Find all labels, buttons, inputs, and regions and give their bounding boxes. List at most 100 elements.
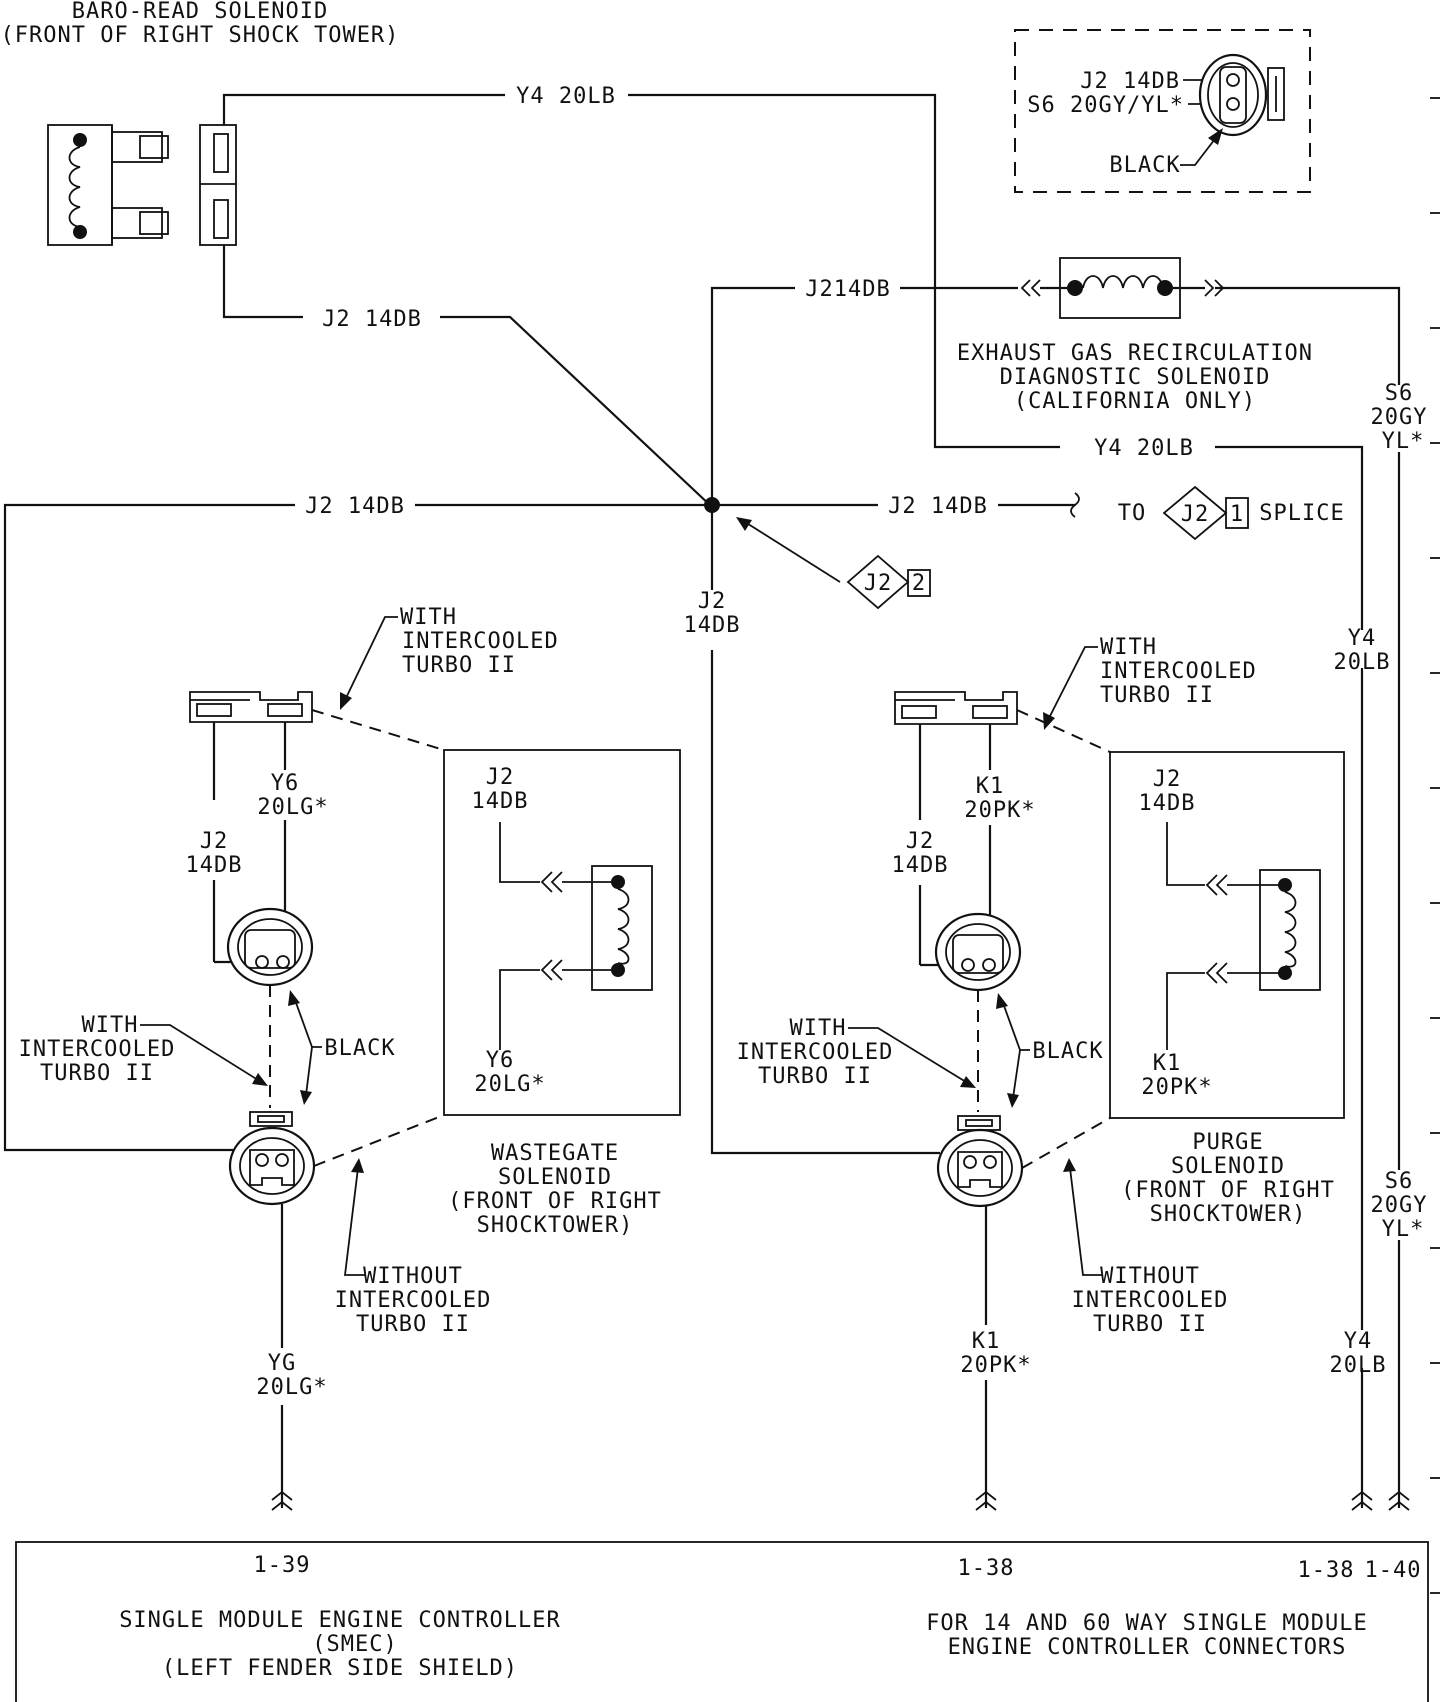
- svg-text:J2: J2: [906, 829, 935, 854]
- svg-text:WITHOUT: WITHOUT: [363, 1264, 463, 1289]
- svg-text:20GY: 20GY: [1371, 1193, 1428, 1218]
- svg-text:INTERCOOLED: INTERCOOLED: [1100, 659, 1257, 684]
- splice-to-label: TO: [1118, 501, 1147, 526]
- purge-without-note: WITHOUT INTERCOOLED TURBO II: [1063, 1158, 1227, 1337]
- smec-name-1: SINGLE MODULE ENGINE CONTROLLER: [119, 1608, 561, 1633]
- splice-label: SPLICE: [1259, 501, 1344, 526]
- svg-text:WITH: WITH: [1100, 635, 1157, 660]
- svg-text:INTERCOOLED: INTERCOOLED: [335, 1288, 492, 1313]
- svg-text:TURBO II: TURBO II: [40, 1061, 154, 1086]
- splice-reference: TO J2 1 SPLICE: [1118, 485, 1344, 541]
- wastegate-solenoid-box: [443, 749, 681, 1116]
- svg-text:INTERCOOLED: INTERCOOLED: [19, 1037, 176, 1062]
- svg-text:TURBO II: TURBO II: [356, 1312, 470, 1337]
- purge-wire-k1-label: K1 20PK*: [964, 774, 1035, 823]
- wastegate-round-connector-lower-icon: [228, 1111, 316, 1206]
- splice-node-id: J2 2: [846, 554, 931, 610]
- wire-label-j2-splice: J2 14DB: [888, 494, 988, 519]
- inset-connector-icon: [1198, 53, 1285, 137]
- smec-module: 1-39 1-38 1-38 1-40 SINGLE MODULE ENGINE…: [15, 1541, 1429, 1702]
- svg-text:J2: J2: [1153, 767, 1182, 792]
- svg-text:20PK*: 20PK*: [964, 798, 1035, 823]
- svg-text:J2: J2: [698, 589, 727, 614]
- right-edge-ticks: [1430, 97, 1440, 1594]
- inset-connector-view: J2 14DB S6 20GY/YL* BLACK: [1014, 29, 1311, 193]
- baro-read-solenoid: BARO-READ SOLENOID (FRONT OF RIGHT SHOCK…: [1, 0, 398, 246]
- wire-label-y4-right-mid: Y4 20LB: [1334, 626, 1391, 675]
- svg-text:YL*: YL*: [1382, 429, 1425, 454]
- egr-title-1: EXHAUST GAS RECIRCULATION: [957, 341, 1313, 366]
- svg-text:WASTEGATE: WASTEGATE: [491, 1141, 619, 1166]
- svg-text:14DB: 14DB: [472, 789, 529, 814]
- inset-pin1-label: J2 14DB: [1080, 69, 1180, 94]
- svg-text:14DB: 14DB: [684, 613, 741, 638]
- wastegate-upper-connector-icon: [189, 691, 313, 723]
- svg-text:S6: S6: [1385, 381, 1414, 406]
- svg-text:WITH: WITH: [790, 1016, 847, 1041]
- wastegate-round-connector-upper-icon: [226, 907, 314, 987]
- svg-text:SOLENOID: SOLENOID: [1171, 1154, 1285, 1179]
- svg-text:WITH: WITH: [82, 1013, 139, 1038]
- inset-color-label: BLACK: [1109, 153, 1180, 178]
- svg-text:20GY: 20GY: [1371, 405, 1428, 430]
- wire-label-j2-baro: J2 14DB: [322, 307, 422, 332]
- wire-label-s6-right-top: S6 20GY YL*: [1371, 381, 1428, 454]
- svg-text:K1: K1: [976, 774, 1005, 799]
- splice-node-name: J2: [864, 571, 893, 596]
- egr-solenoid-icon: [1020, 257, 1225, 319]
- smec-note-2: ENGINE CONTROLLER CONNECTORS: [948, 1635, 1347, 1660]
- svg-text:20PK*: 20PK*: [1141, 1075, 1212, 1100]
- wire-label-y4-top: Y4 20LB: [516, 84, 616, 109]
- svg-text:SHOCKTOWER): SHOCKTOWER): [477, 1213, 634, 1238]
- purge-black-label: BLACK: [1032, 1039, 1103, 1064]
- wastegate-without-note: WITHOUT INTERCOOLED TURBO II: [335, 1158, 492, 1337]
- wire-label-j2-left: J2 14DB: [305, 494, 405, 519]
- svg-text:20LB: 20LB: [1334, 650, 1391, 675]
- smec-name-3: (LEFT FENDER SIDE SHIELD): [162, 1656, 518, 1681]
- svg-text:TURBO II: TURBO II: [758, 1064, 872, 1089]
- wastegate-solenoid-name: WASTEGATE SOLENOID (FRONT OF RIGHT SHOCK…: [448, 1141, 661, 1238]
- purge-solenoid-group: WITH INTERCOOLED TURBO II J2 14DB K1 20P…: [737, 635, 1345, 1511]
- wire-label-y4-egr: Y4 20LB: [1094, 436, 1194, 461]
- svg-text:YL*: YL*: [1382, 1217, 1425, 1242]
- svg-text:(FRONT OF RIGHT: (FRONT OF RIGHT: [1121, 1178, 1335, 1203]
- purge-upper-connector-icon: [894, 691, 1018, 725]
- svg-text:TURBO II: TURBO II: [1100, 683, 1214, 708]
- baro-solenoid-title: BARO-READ SOLENOID: [72, 0, 328, 24]
- splice-ref-num: 1: [1230, 502, 1244, 527]
- svg-text:INTERCOOLED: INTERCOOLED: [402, 629, 559, 654]
- purge-round-connector-lower-icon: [936, 1115, 1024, 1208]
- purge-solenoid-box: [1109, 751, 1345, 1119]
- purge-with-arrow-note: WITH INTERCOOLED TURBO II: [737, 1016, 976, 1089]
- svg-text:SOLENOID: SOLENOID: [498, 1165, 612, 1190]
- wire-label-j2-egr: J214DB: [805, 277, 890, 302]
- purge-lower-wire-label: K1 20PK*: [960, 1329, 1031, 1378]
- svg-text:K1: K1: [1153, 1051, 1182, 1076]
- purge-round-connector-upper-icon: [934, 912, 1022, 992]
- smec-pin-1-40: 1-40: [1365, 1558, 1422, 1583]
- svg-text:20PK*: 20PK*: [960, 1353, 1031, 1378]
- svg-text:J2: J2: [486, 765, 515, 790]
- svg-text:20LG*: 20LG*: [257, 795, 328, 820]
- smec-name-2: (SMEC): [312, 1632, 397, 1657]
- svg-text:WITHOUT: WITHOUT: [1100, 1264, 1200, 1289]
- purge-with-note: WITH INTERCOOLED TURBO II: [1043, 635, 1257, 730]
- wire-label-j2-vertical: J2 14DB: [684, 589, 741, 638]
- purge-solenoid-name: PURGE SOLENOID (FRONT OF RIGHT SHOCKTOWE…: [1121, 1130, 1335, 1227]
- svg-text:YG: YG: [268, 1351, 297, 1376]
- svg-text:Y4: Y4: [1348, 626, 1377, 651]
- purge-box-k1-label: K1 20PK*: [1141, 1051, 1212, 1100]
- wastegate-wire-y6-label: Y6 20LG*: [257, 771, 328, 820]
- wastegate-box-j2-label: J2 14DB: [472, 765, 529, 814]
- egr-solenoid: EXHAUST GAS RECIRCULATION DIAGNOSTIC SOL…: [957, 257, 1313, 414]
- wastegate-solenoid-group: WITH INTERCOOLED TURBO II J2 14DB Y6 20L…: [19, 605, 681, 1511]
- svg-text:20LG*: 20LG*: [256, 1375, 327, 1400]
- svg-text:SHOCKTOWER): SHOCKTOWER): [1150, 1202, 1307, 1227]
- svg-text:TURBO II: TURBO II: [402, 653, 516, 678]
- svg-text:Y4: Y4: [1344, 1329, 1373, 1354]
- wire-label-s6-right-bottom: S6 20GY YL*: [1371, 1169, 1428, 1242]
- splice-node-num: 2: [912, 571, 926, 596]
- svg-text:20LG*: 20LG*: [474, 1072, 545, 1097]
- wastegate-with-note: WITH INTERCOOLED TURBO II: [340, 605, 559, 710]
